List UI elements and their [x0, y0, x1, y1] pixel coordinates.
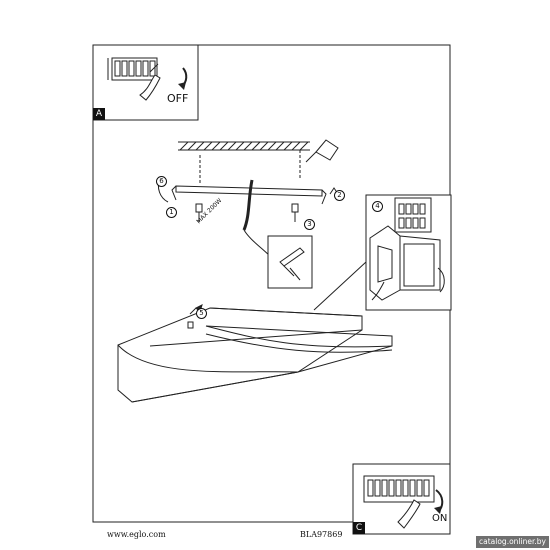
on-label: ON: [432, 513, 448, 524]
step-2-marker: 2: [334, 190, 345, 201]
step-5-marker: 5: [196, 308, 207, 319]
panel-a: [92, 44, 199, 121]
drill-icon: [305, 139, 339, 163]
watermark: catalog.onliner.by: [476, 536, 549, 548]
website-url[interactable]: www.eglo.com: [107, 530, 166, 539]
panel-c-letter: C: [353, 522, 365, 534]
step-4-marker: 4: [372, 201, 383, 212]
step-1-marker: 1: [166, 207, 177, 218]
step-6-marker: 6: [156, 176, 167, 187]
product-code: BLA97869: [300, 530, 343, 539]
screw-icon: [291, 203, 299, 222]
supply-cable: [242, 179, 254, 231]
ceiling-hatch: [178, 141, 310, 151]
luminaire-body: [117, 307, 393, 403]
screw-icon: [195, 203, 203, 222]
panel-c: [352, 463, 451, 535]
panel-a-letter: A: [93, 108, 105, 120]
off-label: OFF: [167, 92, 189, 105]
step-3-marker: 3: [304, 219, 315, 230]
wire-cutter-detail: [267, 235, 313, 289]
panel-4-wiring: [365, 194, 452, 311]
